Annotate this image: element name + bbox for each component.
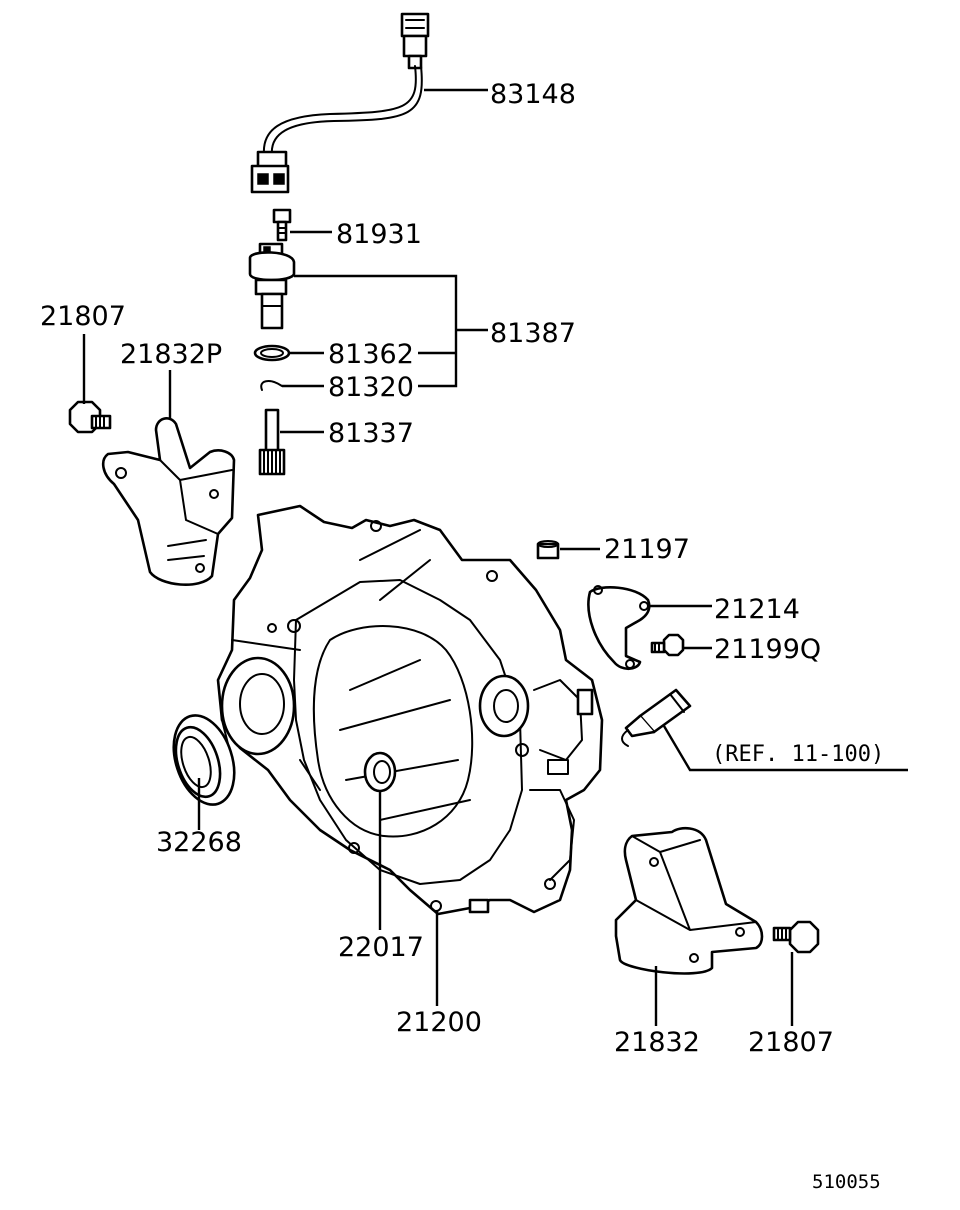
bolt-81931[interactable] — [272, 208, 292, 242]
clip-81320[interactable] — [260, 380, 283, 391]
label-81362: 81362 — [328, 339, 414, 370]
sensor-81387[interactable] — [248, 242, 296, 330]
bolt-21199q[interactable] — [650, 633, 685, 657]
label-21197: 21197 — [604, 534, 690, 565]
label-83148: 83148 — [490, 79, 576, 110]
label-ref: (REF. 11-100) — [712, 742, 884, 767]
label-21199q: 21199Q — [714, 634, 821, 665]
label-21832: 21832 — [614, 1027, 700, 1058]
label-21807-left: 21807 — [40, 301, 126, 332]
label-21200: 21200 — [396, 1007, 482, 1038]
oil-seal-32268[interactable] — [163, 708, 245, 813]
plug-21197[interactable] — [536, 540, 560, 560]
bolt-21807-left[interactable] — [68, 400, 112, 434]
o-ring-81362[interactable] — [253, 344, 291, 362]
label-22017: 22017 — [338, 932, 424, 963]
gear-81337[interactable] — [258, 408, 286, 476]
label-21832p: 21832P — [120, 339, 222, 370]
label-81387: 81387 — [490, 318, 576, 349]
label-81931: 81931 — [336, 219, 422, 250]
label-21807-right: 21807 — [748, 1027, 834, 1058]
bracket-21832p[interactable] — [101, 417, 236, 587]
bolt-21807-right[interactable] — [772, 920, 820, 954]
label-21214: 21214 — [714, 594, 800, 625]
bracket-21832[interactable] — [614, 826, 764, 975]
diagram-code: 510055 — [812, 1171, 881, 1193]
harness-83148[interactable] — [250, 12, 430, 194]
seal-22017[interactable] — [363, 751, 397, 793]
label-81320: 81320 — [328, 372, 414, 403]
transmission-case-21200[interactable] — [216, 504, 604, 916]
leader-lines — [82, 88, 908, 1026]
label-81337: 81337 — [328, 418, 414, 449]
part-labels: 83148 81931 81387 81362 81320 81337 2180… — [40, 79, 884, 1193]
sealant-tube[interactable] — [621, 688, 692, 747]
cover-21214[interactable] — [587, 585, 651, 671]
label-32268: 32268 — [156, 827, 242, 858]
